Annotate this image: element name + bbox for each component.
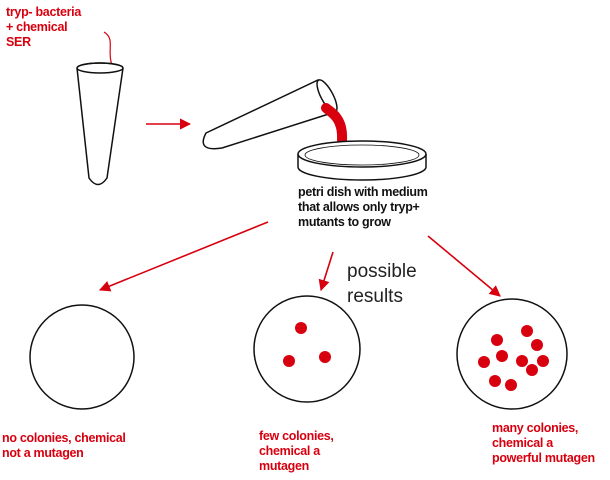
colony <box>489 375 501 387</box>
result-few-line-3: mutagen <box>259 459 309 473</box>
possible-results-label: possible results <box>347 261 422 307</box>
result-few-label: few colonies, chemical a mutagen <box>259 429 337 473</box>
colonies-few <box>283 322 331 367</box>
sample-label-line-1: tryp- bacteria <box>6 5 82 19</box>
petri-dish <box>297 140 427 181</box>
test-tube <box>76 62 124 186</box>
arrow-to-result-few <box>318 251 334 292</box>
colony <box>505 379 517 391</box>
colonies-many <box>478 325 549 391</box>
arrow-to-result-many <box>427 235 501 297</box>
colony <box>283 355 295 367</box>
result-dish-none <box>29 304 135 410</box>
result-many-line-1: many colonies, <box>492 421 578 435</box>
sample-label-line-2: + chemical <box>6 20 67 34</box>
pouring-tube <box>202 79 338 150</box>
colony <box>478 356 490 368</box>
result-many-line-2: chemical a <box>492 436 554 450</box>
possible-results-line-2: results <box>347 286 403 307</box>
colony <box>526 364 538 376</box>
result-many-label: many colonies, chemical a powerful mutag… <box>492 421 595 465</box>
result-few-line-2: chemical a <box>259 444 321 458</box>
colony <box>516 355 528 367</box>
dish-label: petri dish with medium that allows only … <box>298 185 431 229</box>
result-dish-many <box>456 298 568 410</box>
result-few-line-1: few colonies, <box>259 429 334 443</box>
colony <box>531 339 543 351</box>
colony <box>295 322 307 334</box>
result-dish-few <box>253 295 361 403</box>
arrow-to-result-none <box>98 221 269 292</box>
possible-results-line-1: possible <box>347 261 417 282</box>
colony <box>319 351 331 363</box>
colony <box>521 325 533 337</box>
dish-label-line-2: that allows only tryp+ <box>298 200 420 214</box>
colony <box>496 350 508 362</box>
sample-label: tryp- bacteria + chemical SER <box>6 5 84 49</box>
result-none-line-2: not a mutagen <box>2 446 84 460</box>
dish-label-line-3: mutants to grow <box>298 215 391 229</box>
sample-label-line-3: SER <box>6 35 31 49</box>
colony <box>537 355 549 367</box>
dish-label-line-1: petri dish with medium <box>298 185 428 199</box>
colony <box>491 334 503 346</box>
result-many-line-3: powerful mutagen <box>492 451 595 465</box>
result-none-line-1: no colonies, chemical <box>2 431 126 445</box>
poured-liquid <box>321 103 348 145</box>
result-none-label: no colonies, chemical not a mutagen <box>2 431 129 460</box>
